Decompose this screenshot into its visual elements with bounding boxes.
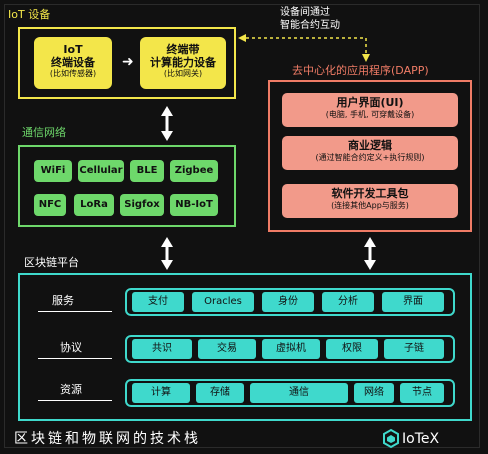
cell-transaction: 交易 [198,339,256,359]
cell-storage: 存储 [196,383,244,403]
network-chip-cellular: Cellular [78,160,124,182]
cell-communication: 通信 [250,383,348,403]
iot-terminal-title-a: IoT [63,43,83,56]
row-underline-protocol [38,358,112,359]
row-underline-services [38,311,112,312]
dapp-card-sdk: 软件开发工具包 (连接其他App与服务) [282,184,458,218]
cell-network: 网络 [354,383,394,403]
cell-oracles: Oracles [192,292,254,312]
iot-compute-title-b: 计算能力设备 [150,56,216,69]
iotex-logo-icon [383,428,399,449]
network-chip-sigfox: Sigfox [120,194,164,216]
iot-section-title: IoT 设备 [8,8,51,21]
dapp-card-business-logic: 商业逻辑 (通过智能合约定义+执行规则) [282,136,458,170]
iot-devices-box [18,27,236,99]
updown-arrow-network-chain [161,237,173,270]
dapp-section-title: 去中心化的应用程序(DAPP) [292,64,429,77]
row-underline-resources [38,400,112,401]
dapp-card-sdk-sub: (连接其他App与服务) [331,201,409,210]
row-label-resources: 资源 [60,383,82,396]
dapp-card-logic-sub: (通过智能合约定义+执行规则) [315,153,425,162]
cell-subchain: 子链 [384,339,444,359]
dapp-card-ui-title: 用户界面(UI) [336,96,404,109]
interaction-note-line2: 智能合约互动 [280,20,340,31]
dapp-card-ui: 用户界面(UI) (电脑, 手机, 可穿戴设备) [282,93,458,127]
network-section-title: 通信网络 [22,126,66,139]
dapp-card-logic-title: 商业逻辑 [348,139,392,152]
network-chip-wifi: WiFi [34,160,72,182]
outer-frame [4,4,480,448]
row-label-protocol: 协议 [60,341,82,354]
network-chip-nbiot: NB-IoT [170,194,218,216]
network-chip-nfc: NFC [34,194,66,216]
dapp-card-sdk-title: 软件开发工具包 [331,187,409,200]
dashed-interaction-arrow [246,37,367,54]
iot-compute-device-card: 终端带 计算能力设备 (比如网关) [140,37,226,89]
dashed-arrow-head-down [362,54,370,62]
cell-consensus: 共识 [132,339,192,359]
row-frame-protocol [125,335,455,363]
iot-terminal-sub: (比如传感器) [49,69,97,78]
row-label-services: 服务 [52,294,74,307]
cell-virtual-machine: 虚拟机 [262,339,320,359]
cell-node: 节点 [400,383,444,403]
network-box [18,145,236,227]
diagram-title: 区块链和物联网的技术栈 [14,431,201,447]
iot-compute-title-a: 终端带 [166,43,200,56]
chain-section-title: 区块链平台 [24,256,79,269]
dapp-card-ui-sub: (电脑, 手机, 可穿戴设备) [325,110,415,119]
cell-analytics: 分析 [322,292,374,312]
iot-compute-sub: (比如网关) [163,69,203,78]
blockchain-platform-box [18,273,472,421]
cell-permission: 权限 [326,339,378,359]
iot-terminal-title-b: 终端设备 [51,56,95,69]
cell-identity: 身份 [262,292,314,312]
row-frame-resources [125,379,455,407]
iot-terminal-device-card: IoT 终端设备 (比如传感器) [34,37,112,89]
cell-payment: 支付 [132,292,184,312]
network-chip-lora: LoRa [74,194,114,216]
network-chip-zigbee: Zigbee [170,160,218,182]
row-frame-services [125,288,455,316]
interaction-note-line1: 设备间通过 [280,7,330,18]
network-chip-ble: BLE [130,160,164,182]
arrow-right-icon: ➜ [122,54,134,70]
updown-arrow-iot-network [161,106,173,141]
cell-compute: 计算 [132,383,190,403]
updown-arrow-dapp-chain [364,237,376,270]
dashed-arrow-head-left [238,34,246,42]
dapp-box [268,80,472,232]
iotex-logo-text: IoTeX [402,431,440,447]
cell-interface: 界面 [382,292,444,312]
